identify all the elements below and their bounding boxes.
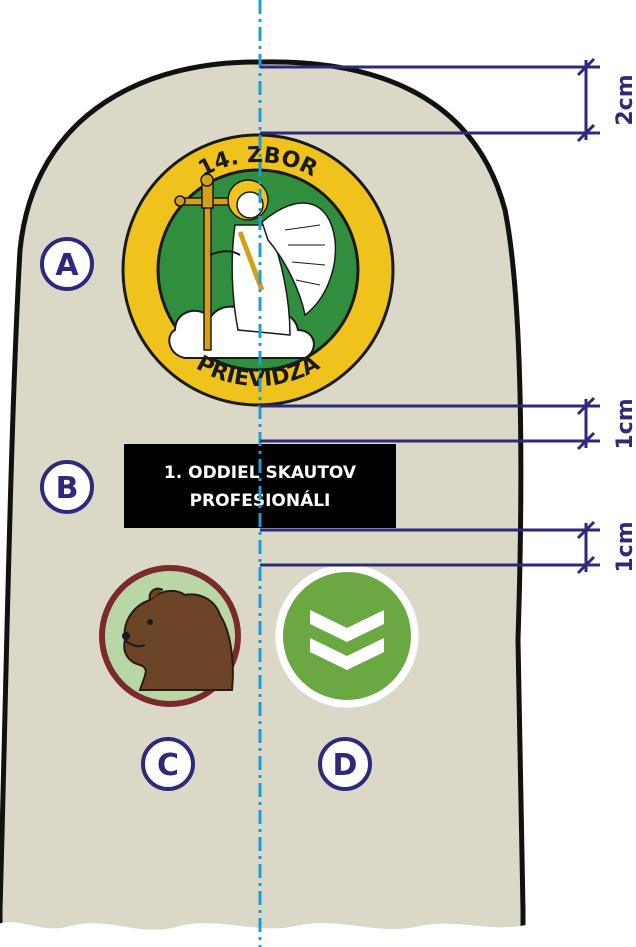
marker-c: C	[141, 737, 195, 791]
dimension-bottom-label: 1cm	[613, 521, 636, 572]
dimension-middle	[260, 396, 600, 451]
dimension-top	[260, 57, 600, 143]
svg-text:D: D	[333, 748, 358, 783]
marker-b: B	[40, 460, 94, 514]
marker-a: A	[40, 237, 94, 291]
dimension-middle-label: 1cm	[613, 398, 636, 449]
double-chevron-icon	[310, 610, 384, 670]
chevron-badge	[274, 563, 420, 709]
dimension-bottom	[260, 520, 600, 575]
angel-icon	[209, 179, 337, 336]
troop-emblem: 14. ZBOR PRIEVIDZA	[121, 133, 395, 407]
bear-badge	[99, 565, 241, 707]
marker-d: D	[318, 737, 372, 791]
svg-text:B: B	[56, 471, 79, 506]
svg-text:A: A	[55, 248, 79, 283]
dimension-top-label: 2cm	[613, 74, 636, 125]
svg-text:C: C	[157, 748, 179, 783]
sleeve-torn-edge	[0, 922, 530, 947]
